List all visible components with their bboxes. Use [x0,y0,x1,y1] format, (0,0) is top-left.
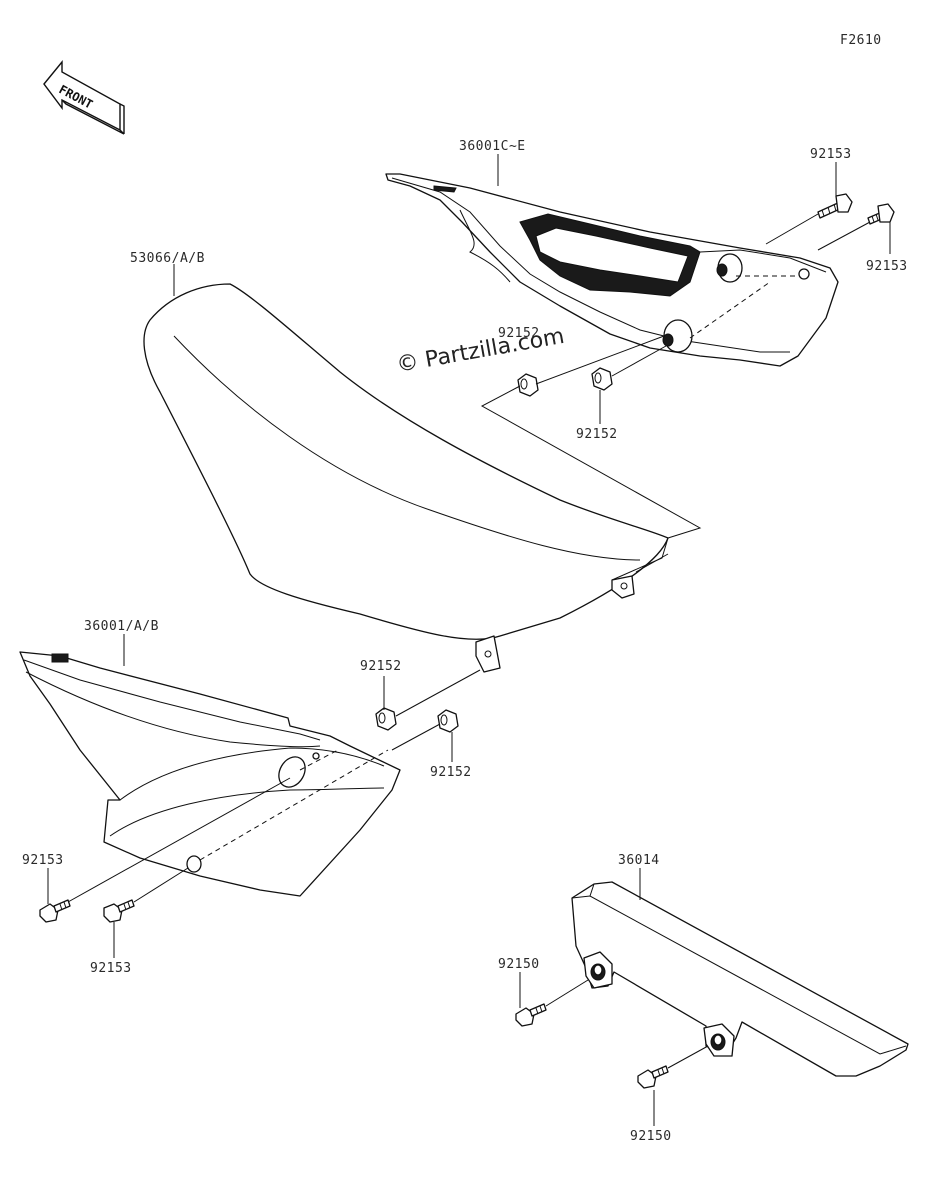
callout-92153-upper-a[interactable]: 92153 [810,147,852,162]
right-side-cover[interactable] [385,173,839,367]
watermark: © Partzilla.com [395,324,567,378]
callout-92150-lower[interactable]: 92150 [630,1129,672,1144]
figure-code: F2610 [840,33,882,48]
grommet-upper-left-icon[interactable] [517,373,539,397]
left-side-cover[interactable] [19,651,401,897]
callout-92152-upper-a[interactable]: 92152 [498,326,540,341]
bolt-chain-guard-upper-icon[interactable] [515,1003,547,1027]
callout-92153-upper-b[interactable]: 92153 [866,259,908,274]
seat[interactable] [143,283,669,673]
callout-92152-upper-b[interactable]: 92152 [576,427,618,442]
callout-53066[interactable]: 53066/A/B [130,251,205,266]
callout-ticks [47,154,891,1126]
bolt-upper-left-icon[interactable] [817,193,853,219]
bolt-lower-left-icon[interactable] [39,899,71,923]
callout-92152-lower-a[interactable]: 92152 [360,659,402,674]
callout-36014[interactable]: 36014 [618,853,660,868]
bolt-upper-right-icon[interactable] [867,203,895,225]
callout-36001C-E[interactable]: 36001C~E [459,139,526,154]
front-direction-arrow-icon: FRONT [43,60,125,135]
assembly-lines [67,213,871,1069]
callout-92153-lower-b[interactable]: 92153 [90,961,132,976]
grommet-lower-left-icon[interactable] [375,707,397,731]
callout-92150-upper[interactable]: 92150 [498,957,540,972]
bolt-chain-guard-lower-icon[interactable] [637,1065,669,1089]
grommet-upper-right-icon[interactable] [591,367,613,391]
callout-92153-lower-a[interactable]: 92153 [22,853,64,868]
callout-92152-lower-b[interactable]: 92152 [430,765,472,780]
bolt-lower-right-icon[interactable] [103,899,135,923]
callout-36001-A-B[interactable]: 36001/A/B [84,619,159,634]
grommet-lower-right-icon[interactable] [437,709,459,733]
chain-guard[interactable] [571,881,909,1077]
